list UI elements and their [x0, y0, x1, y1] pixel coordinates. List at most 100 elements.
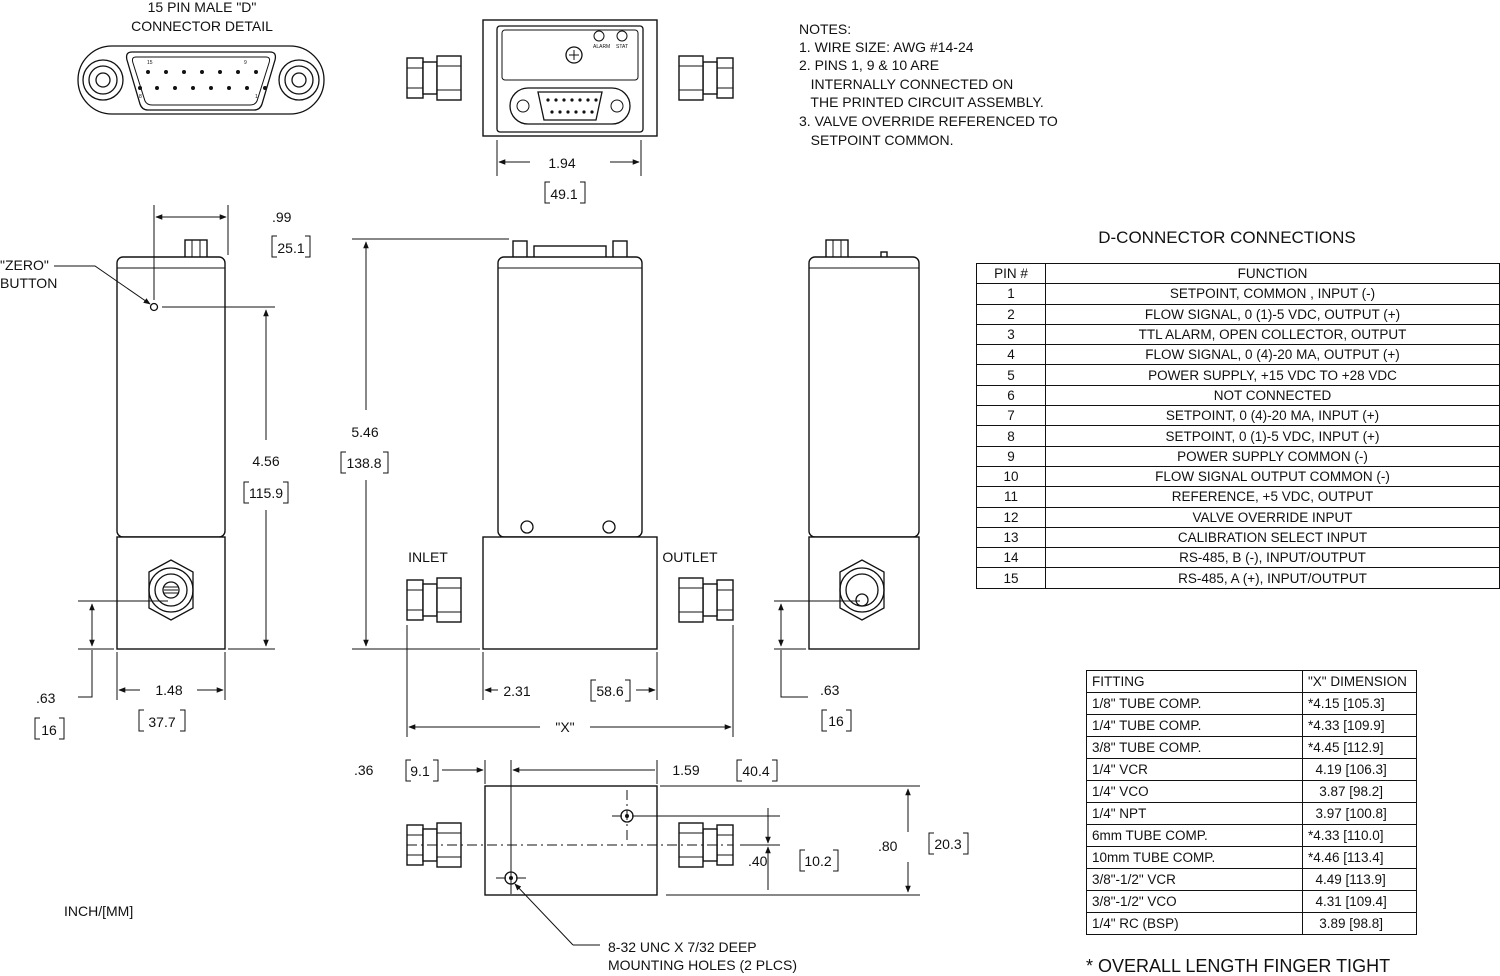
pin-number-cell: 11 — [976, 486, 1046, 508]
footnote: * OVERALL LENGTH FINGER TIGHT — [1086, 956, 1390, 976]
x-dimension-cell: 4.31 [109.4] — [1302, 890, 1417, 913]
pin-function-cell: SETPOINT, COMMON , INPUT (-) — [1045, 283, 1500, 305]
front-panel-view: ALARM STAT 1.94 49.1 — [406, 19, 734, 204]
bottom-view: .36 9.1 1.59 40.4 .40 10.2 .80 20.3 8-32… — [64, 759, 969, 973]
pin-number-cell: 3 — [976, 323, 1046, 346]
dim-overall-x: "X" — [555, 719, 574, 735]
table-row: 1/4" TUBE COMP.*4.33 [109.9] — [1086, 714, 1417, 737]
dim-hole-offset-mm: 9.1 — [410, 763, 430, 779]
dim-top-width-mm: 49.1 — [550, 186, 577, 202]
connector-detail-title-1: 15 PIN MALE "D" — [148, 0, 257, 15]
x-dimension-cell: *4.33 [110.0] — [1302, 824, 1417, 847]
zero-button-label-2: BUTTON — [0, 275, 57, 291]
x-dimension-cell: *4.15 [105.3] — [1302, 692, 1417, 715]
alarm-led-label: ALARM — [593, 44, 610, 50]
pin-function-cell: SETPOINT, 0 (4)-20 MA, INPUT (+) — [1045, 405, 1500, 427]
pin-number-cell: 15 — [976, 567, 1046, 589]
pin-label-8: 8 — [139, 94, 142, 100]
right-side-view: .63 16 — [774, 239, 920, 732]
pin-label-15: 15 — [147, 60, 153, 66]
dim-side-height-mm: 115.9 — [249, 485, 283, 501]
pin-function-cell: RS-485, B (-), INPUT/OUTPUT — [1045, 547, 1500, 569]
table-header-row: PIN # FUNCTION — [976, 262, 1500, 285]
pin-number-cell: 12 — [976, 506, 1046, 528]
mounting-holes-label-2: MOUNTING HOLES (2 PLCS) — [608, 957, 797, 973]
fitting-table: FITTING "X" DIMENSION 1/8" TUBE COMP.*4.… — [1086, 670, 1417, 935]
dim-zero-depth-in: .99 — [272, 209, 292, 225]
dim-hole-span-mm: 40.4 — [742, 763, 769, 779]
fitting-name-cell: 1/8" TUBE COMP. — [1086, 692, 1303, 715]
notes-heading: NOTES: — [799, 21, 851, 37]
note-line: INTERNALLY CONNECTED ON — [799, 76, 1013, 92]
table-header-cell: FITTING — [1086, 670, 1303, 693]
stat-led-label: STAT — [616, 44, 628, 50]
fitting-name-cell: 1/4" VCO — [1086, 780, 1303, 803]
table-row: 1/4" NPT 3.97 [100.8] — [1086, 802, 1417, 825]
x-dimension-cell: 4.19 [106.3] — [1302, 758, 1417, 781]
connector-detail-title-2: CONNECTOR DETAIL — [131, 18, 273, 34]
pin-number-cell: 5 — [976, 364, 1046, 386]
x-dimension-cell: *4.46 [113.4] — [1302, 846, 1417, 869]
dim-right-offset-mm: 16 — [828, 713, 844, 729]
table-row: 6mm TUBE COMP.*4.33 [110.0] — [1086, 824, 1417, 847]
dim-base-offset-mm: 16 — [41, 722, 57, 738]
center-front-view: INLET OUTLET 5.46 138.8 2.31 58.6 "X" — [340, 238, 734, 737]
dim-side-height-in: 4.56 — [252, 453, 279, 469]
pin-label-1: 1 — [255, 94, 258, 100]
dim-base-depth-mm: 20.3 — [934, 836, 961, 852]
table-row: 3/8"-1/2" VCR 4.49 [113.9] — [1086, 868, 1417, 891]
note-line: SETPOINT COMMON. — [799, 132, 954, 148]
fitting-name-cell: 1/4" TUBE COMP. — [1086, 714, 1303, 737]
dim-side-width-mm: 37.7 — [148, 714, 175, 730]
pin-number-cell: 2 — [976, 303, 1046, 325]
note-line: 2. PINS 1, 9 & 10 ARE — [799, 57, 939, 73]
table-header-cell: FUNCTION — [1045, 262, 1500, 285]
fitting-name-cell: 10mm TUBE COMP. — [1086, 846, 1303, 869]
dim-hole-offset-in: .36 — [354, 762, 374, 778]
dim-side-width-in: 1.48 — [155, 682, 182, 698]
dim-hole-y-mm: 10.2 — [804, 853, 831, 869]
dim-total-height-mm: 138.8 — [346, 455, 381, 471]
dim-top-width-in: 1.94 — [548, 155, 575, 171]
dim-zero-depth-mm: 25.1 — [277, 240, 304, 256]
notes-block: NOTES: 1. WIRE SIZE: AWG #14-24 2. PINS … — [799, 21, 1058, 148]
pin-number-cell: 7 — [976, 405, 1046, 427]
pin-function-cell: RS-485, A (+), INPUT/OUTPUT — [1045, 567, 1500, 589]
table-header-cell: "X" DIMENSION — [1302, 670, 1417, 693]
table-row: 3/8" TUBE COMP.*4.45 [112.9] — [1086, 736, 1417, 759]
pin-function-cell: FLOW SIGNAL, 0 (1)-5 VDC, OUTPUT (+) — [1045, 303, 1500, 325]
pin-number-cell: 10 — [976, 465, 1046, 488]
pin-number-cell: 8 — [976, 425, 1046, 447]
pin-table-title: D-CONNECTOR CONNECTIONS — [1098, 228, 1356, 247]
fitting-name-cell: 1/4" RC (BSP) — [1086, 912, 1303, 935]
pin-function-cell: SETPOINT, 0 (1)-5 VDC, INPUT (+) — [1045, 425, 1500, 447]
pin-function-cell: FLOW SIGNAL, 0 (4)-20 MA, OUTPUT (+) — [1045, 344, 1500, 366]
zero-button-label-1: "ZERO" — [0, 257, 49, 273]
table-header-row: FITTING "X" DIMENSION — [1086, 670, 1417, 693]
fitting-name-cell: 1/4" VCR — [1086, 758, 1303, 781]
dim-base-offset-in: .63 — [36, 690, 56, 706]
mounting-holes-label-1: 8-32 UNC X 7/32 DEEP — [608, 939, 757, 955]
inlet-label: INLET — [408, 549, 448, 565]
x-dimension-cell: 3.89 [98.8] — [1302, 912, 1417, 935]
pin-number-cell: 6 — [976, 384, 1046, 407]
pin-number-cell: 14 — [976, 547, 1046, 569]
note-line: THE PRINTED CIRCUIT ASSEMBLY. — [799, 94, 1044, 110]
fitting-name-cell: 3/8"-1/2" VCR — [1086, 868, 1303, 891]
connector-detail: 15 PIN MALE "D" CONNECTOR DETAIL 15 9 8 … — [77, 0, 325, 115]
left-side-view: .99 25.1 "ZERO" BUTTON 4.56 115.9 .63 16… — [0, 205, 311, 740]
outlet-label: OUTLET — [662, 549, 718, 565]
fitting-name-cell: 3/8"-1/2" VCO — [1086, 890, 1303, 913]
dim-base-len-in: 2.31 — [503, 683, 530, 699]
note-line: 1. WIRE SIZE: AWG #14-24 — [799, 39, 974, 55]
table-row: 3/8"-1/2" VCO 4.31 [109.4] — [1086, 890, 1417, 913]
pin-function-cell: TTL ALARM, OPEN COLLECTOR, OUTPUT — [1045, 323, 1500, 346]
